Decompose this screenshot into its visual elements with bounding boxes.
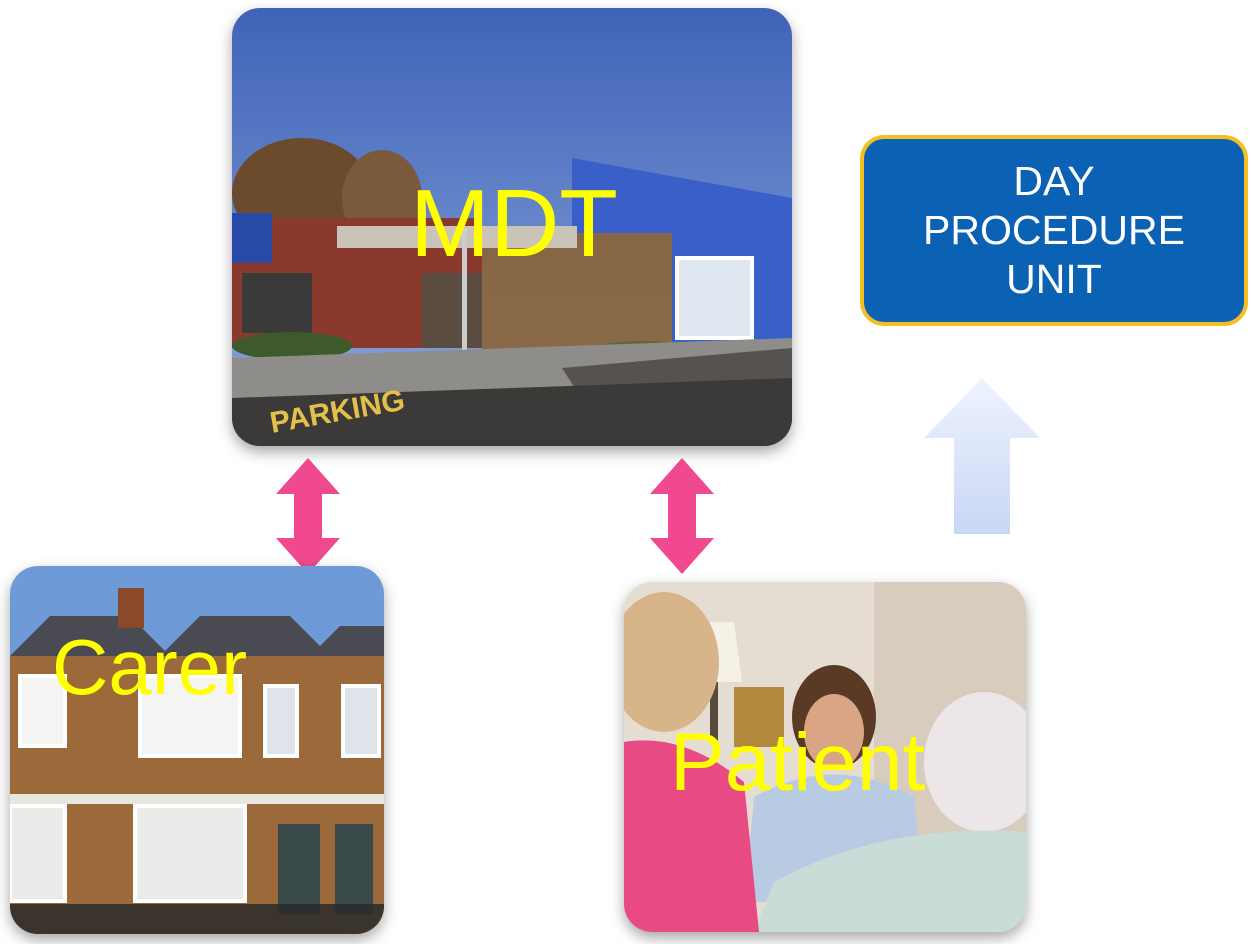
nurse-patient-illustration xyxy=(624,582,1026,932)
mdt-label: MDT xyxy=(410,170,618,277)
day-procedure-unit-box: DAY PROCEDURE UNIT xyxy=(860,135,1248,326)
carer-label: Carer xyxy=(52,623,248,711)
patient-label: Patient xyxy=(670,717,926,808)
day-unit-line-1: DAY xyxy=(1013,157,1095,204)
mdt-building-photo: PARKING MDT xyxy=(232,8,792,446)
patient-photo: Patient xyxy=(624,582,1026,932)
terraced-house-illustration xyxy=(10,566,384,934)
mdt-carer-double-arrow-icon xyxy=(276,458,340,574)
day-unit-line-2: PROCEDURE xyxy=(923,206,1185,253)
carer-house-photo: Carer xyxy=(10,566,384,934)
building-illustration: PARKING xyxy=(232,8,792,446)
mdt-patient-double-arrow-icon xyxy=(650,458,714,574)
day-unit-line-3: UNIT xyxy=(1006,256,1102,303)
up-arrow-icon xyxy=(924,378,1040,534)
